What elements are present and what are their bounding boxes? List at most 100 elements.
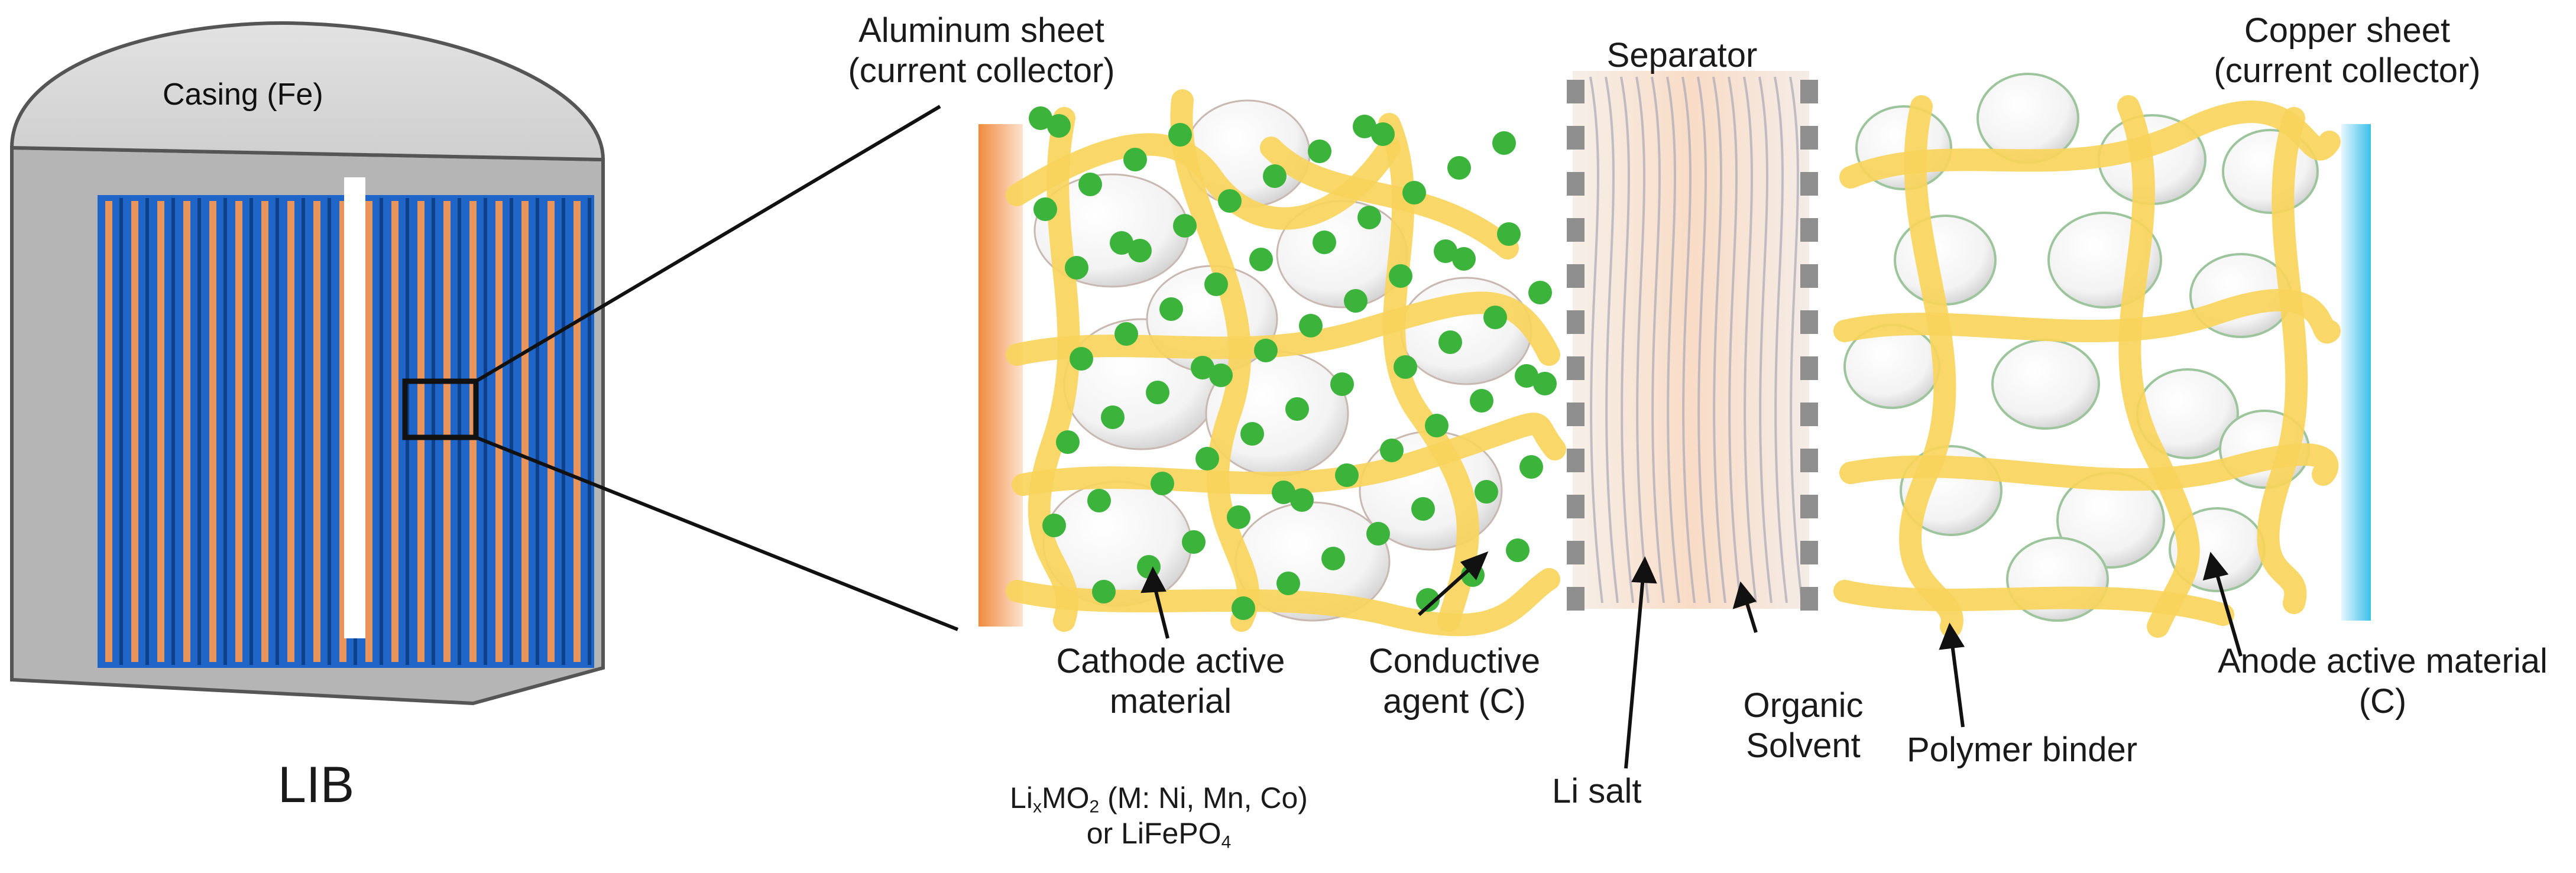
conductive-dot [1371,122,1395,146]
separator-edge-mark [1567,449,1585,472]
separator-fiber [1728,76,1742,603]
binder-strand [1378,113,1479,632]
separator-edge-mark [1800,449,1818,472]
orange-electrode-stripe [391,201,398,662]
orange-electrode-stripe [209,201,216,662]
conductive-dot [1092,580,1116,603]
cathode-formula: LixMO2 (M: Ni, Mn, Co) or LiFePO4 [958,780,1360,851]
conductive-dot [1128,239,1152,262]
electrode-separator-line [302,198,305,665]
conductive-dot [1047,114,1071,138]
conductive-dot [1173,214,1197,238]
cathode-active-label: Cathode active material [1005,641,1336,722]
polymer-binder-label: Polymer binder [1907,731,2138,769]
separator-fiber [1589,76,1603,603]
conductive-dot [1475,480,1498,504]
conductive-dot [1470,389,1493,413]
conductive-dot [1483,306,1507,329]
conductive-dot [1357,206,1381,229]
separator-edge-mark [1800,356,1818,380]
separator-label: Separator [1606,36,1758,74]
conductive-dot [1506,538,1530,562]
separator-edge-mark [1800,126,1818,150]
separator-edge-mark [1567,310,1585,334]
organic-label-line1: Organic [1743,686,1864,725]
conductive-dot [1308,139,1331,163]
orange-electrode-stripe [443,201,451,662]
separator-edge-mark [1567,403,1585,426]
conductive-dot [1438,330,1462,354]
electrode-separator-line [458,198,461,665]
conductive-agent-label: Conductive agent (C) [1324,641,1585,722]
conductive-dot [1515,364,1538,388]
conductive-dot [1110,231,1133,255]
lib-label: LIB [278,757,355,813]
conductive-dot [1240,422,1264,446]
separator-edge-mark [1567,541,1585,564]
conductive-dot [1492,131,1516,155]
conductive-dot [1065,256,1088,280]
conductive-dot [1146,381,1169,404]
anode-binder [1833,95,2341,638]
battery-cell [9,21,605,706]
binder-strand [2257,107,2308,614]
copper-label-line2: (current collector) [2214,51,2481,90]
separator [1567,71,1818,611]
electrode-separator-line [484,198,487,665]
conductive-dot [1380,439,1404,462]
conductive-label-line1: Conductive [1368,642,1541,680]
aluminum-label-line1: Aluminum sheet [858,11,1104,50]
separator-edge-mark [1567,126,1585,150]
conductive-dot [1321,547,1345,570]
conductive-dot [1519,455,1543,479]
conductive-dot [1394,355,1417,379]
binder-strand [1006,568,1560,637]
conductive-dot [1033,197,1057,221]
anode-particle [1991,339,2100,430]
orange-electrode-stripe [183,201,190,662]
orange-electrode-stripe [131,201,138,662]
electrode-separator-line [510,198,513,665]
orange-electrode-stripe [495,201,503,662]
separator-edge-mark [1800,310,1818,334]
formula-line2: or LiFePO4 [1086,817,1232,852]
binder-strand [1899,95,1963,638]
conductive-dot [1249,248,1273,271]
separator-edge-mark [1800,264,1818,288]
conductive-dot [1254,339,1278,362]
separator-fiber [1605,76,1619,603]
conductive-dot [1411,497,1435,521]
separator-fibers [1589,76,1803,603]
aluminum-sheet-label: Aluminum sheet (current collector) [775,11,1188,91]
electrode-separator-line [536,198,539,665]
aluminum-label-line2: (current collector) [848,51,1115,90]
conductive-dot [1218,189,1242,213]
conductive-dot [1159,297,1183,321]
conductive-dot [1151,472,1174,495]
conductive-dot [1087,489,1111,512]
conductive-dot [1402,181,1426,205]
anode-label-line1: Anode active material [2218,642,2548,680]
binder-strand [2117,95,2200,638]
orange-electrode-stripe [573,201,581,662]
conductive-dot [1101,405,1125,429]
conductive-dot [1533,372,1557,395]
conductive-dot [1070,347,1093,371]
cathode-label-line1: Cathode active [1056,642,1285,680]
separator-edge-mark [1567,495,1585,518]
separator-fiber [1774,76,1788,603]
cathode-binder [1006,89,1566,637]
binder-strand [1260,137,1519,259]
orange-electrode-stripe [105,201,112,662]
electrode-separator-line [197,198,201,665]
conductive-dot [1290,488,1314,512]
separator-edge-mark [1800,218,1818,242]
organic-label-line2: Solvent [1746,726,1861,765]
conductive-dot [1528,281,1552,304]
separator-fiber [1620,76,1634,603]
conductive-dot [1353,115,1376,138]
separator-edge-mark [1567,172,1585,196]
conductive-dot [1114,322,1138,346]
separator-fiber [1712,76,1726,603]
separator-edges [1567,80,1818,611]
